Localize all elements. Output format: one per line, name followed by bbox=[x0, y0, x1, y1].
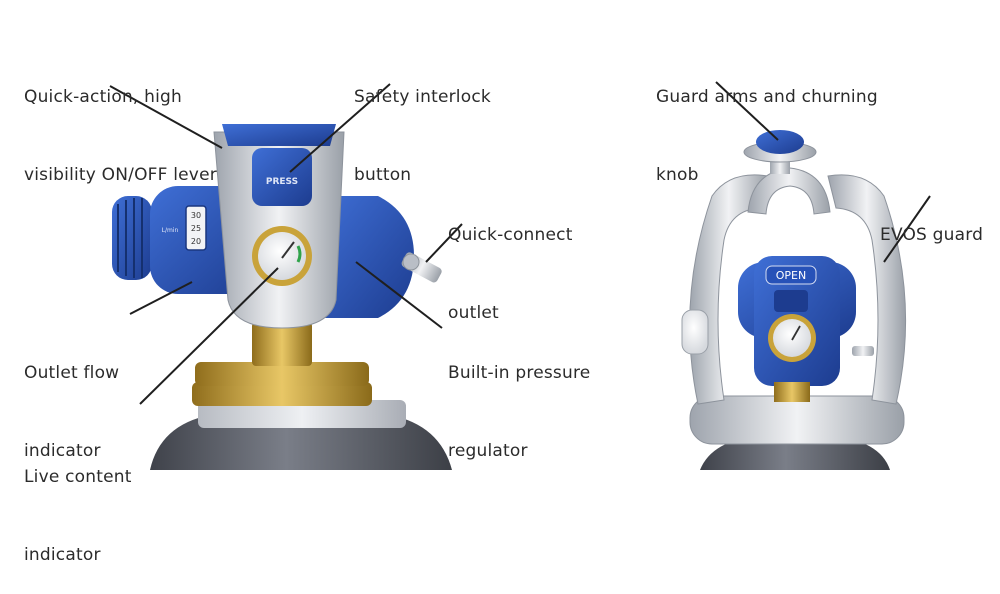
flow-tick-2: 25 bbox=[191, 224, 201, 233]
on-off-lever bbox=[222, 124, 336, 146]
label-live-content-line2: indicator bbox=[24, 545, 101, 565]
label-pressure-regulator-line1: Built-in pressure bbox=[448, 363, 591, 383]
leader-content bbox=[139, 267, 279, 405]
label-outlet-flow-line2: indicator bbox=[24, 441, 101, 461]
guarded-outlet bbox=[852, 346, 874, 356]
label-pressure-regulator: Built-in pressure regulator bbox=[448, 308, 590, 490]
label-onoff-lever: Quick-action, high visibility ON/OFF lev… bbox=[24, 32, 217, 214]
label-live-content-line1: Live content bbox=[24, 467, 132, 487]
gas-cylinder-left bbox=[150, 415, 452, 470]
safety-interlock-button bbox=[252, 148, 312, 206]
label-quick-connect-line1: Quick-connect bbox=[448, 225, 573, 245]
label-live-content: Live content indicator bbox=[24, 412, 132, 594]
diagram-stage: 30 25 20 L/min PRESS bbox=[24, 32, 983, 565]
label-onoff-lever-line1: Quick-action, high bbox=[24, 87, 183, 107]
label-onoff-lever-line2: visibility ON/OFF lever bbox=[24, 165, 217, 185]
leader-lines bbox=[109, 81, 931, 405]
guarded-brass-stem bbox=[774, 382, 810, 402]
label-outlet-flow-line1: Outlet flow bbox=[24, 363, 120, 383]
label-safety-interlock-line2: button bbox=[354, 165, 412, 185]
gauge-needle bbox=[281, 241, 295, 259]
label-quick-connect: Quick-connect outlet bbox=[448, 170, 573, 352]
evos-guard-base bbox=[689, 395, 905, 445]
label-guard-arms-line1: Guard arms and churning bbox=[656, 87, 878, 107]
product-illustration: 30 25 20 L/min PRESS bbox=[109, 81, 931, 470]
label-outlet-flow: Outlet flow indicator bbox=[24, 308, 119, 490]
leader-outlet bbox=[425, 223, 463, 263]
label-safety-interlock-line1: Safety interlock bbox=[354, 87, 491, 107]
flow-indicator-window bbox=[185, 205, 207, 251]
valve-stem bbox=[252, 322, 312, 366]
open-label: OPEN bbox=[776, 269, 806, 282]
brass-ring-lower bbox=[192, 382, 372, 406]
leader-flow bbox=[129, 281, 193, 315]
flow-unit-label: L/min bbox=[162, 227, 179, 234]
leader-guard-arms bbox=[715, 81, 779, 141]
right-valve-assembly: OPEN bbox=[681, 130, 907, 470]
cylinder-collar bbox=[198, 400, 406, 428]
flow-tick-3: 20 bbox=[191, 237, 201, 246]
label-guard-arms: Guard arms and churning knob bbox=[656, 32, 878, 214]
label-evos-guard: EVOS guard bbox=[880, 170, 983, 274]
flow-tick-1: 30 bbox=[191, 211, 201, 220]
label-pressure-regulator-line2: regulator bbox=[448, 441, 528, 461]
guarded-flow-knob bbox=[681, 309, 709, 355]
brass-ring-upper bbox=[195, 362, 369, 386]
press-label: PRESS bbox=[266, 177, 298, 187]
label-guard-arms-line2: knob bbox=[656, 165, 699, 185]
outlet-nut bbox=[402, 253, 420, 271]
label-evos-guard-line1: EVOS guard bbox=[880, 225, 984, 245]
leader-interlock bbox=[289, 83, 391, 173]
leader-regulator bbox=[355, 261, 443, 329]
guarded-gauge-face bbox=[773, 319, 811, 357]
churning-knob-cap bbox=[756, 130, 804, 154]
leader-evos bbox=[883, 195, 931, 263]
knob-ridges bbox=[117, 198, 143, 278]
gauge-green-arc bbox=[296, 245, 302, 263]
guarded-gauge-needle bbox=[791, 325, 801, 341]
label-safety-interlock: Safety interlock button bbox=[354, 32, 491, 214]
open-label-plate bbox=[765, 265, 817, 285]
content-gauge-face bbox=[258, 232, 306, 280]
label-quick-connect-line2: outlet bbox=[448, 303, 499, 323]
leader-lever bbox=[109, 85, 223, 149]
guarded-valve-grille bbox=[774, 290, 808, 312]
evos-guard-right-arm bbox=[827, 174, 907, 405]
